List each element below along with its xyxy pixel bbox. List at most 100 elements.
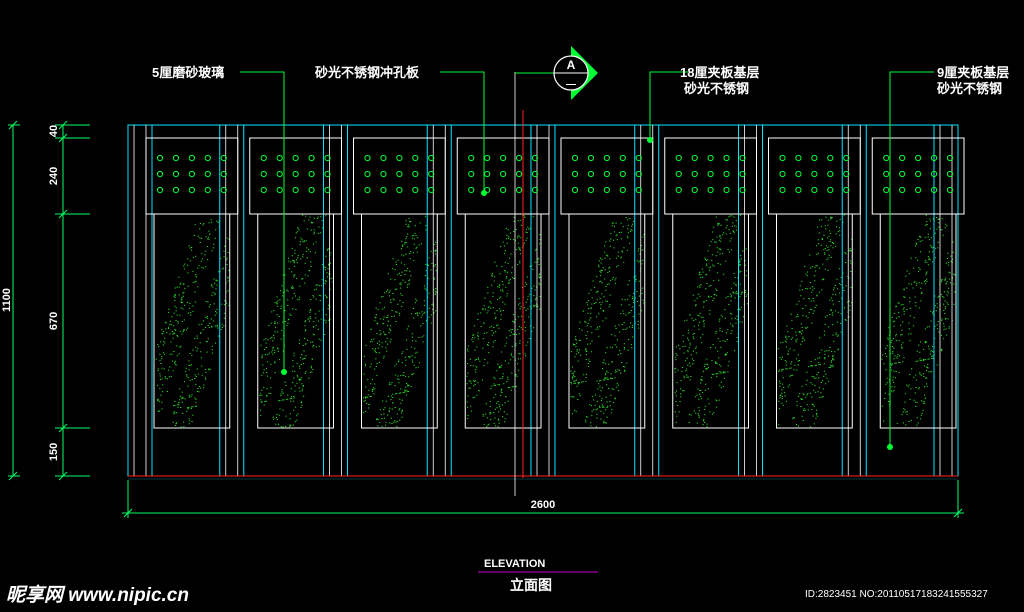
perforation-hole [779,186,786,194]
perforation-hole [308,186,315,194]
perforation-hole [739,170,746,178]
perforation-hole [899,170,906,178]
dim-240: 240 [48,167,60,185]
perforation-hole [204,186,211,194]
section-marker-sub: — [566,79,576,90]
dim-1100: 1100 [1,288,13,312]
perforation-hole [691,154,698,162]
dim-670: 670 [48,312,60,330]
perforation-hole [260,154,267,162]
perforation-hole [484,170,491,178]
perforations [156,154,954,194]
perforation-hole [587,170,595,178]
frosted-glass-pattern [466,214,541,428]
callout-glass: 5厘磨砂玻璃 [152,65,224,80]
perforation-hole [380,170,387,178]
perforation-hole [531,170,539,178]
perforation-hole [428,170,435,178]
perforation-hole [468,154,475,162]
glass-panel [153,213,231,429]
post [933,124,959,477]
perforation-hole [619,170,626,178]
callout-plywood9-line1: 9厘夹板基层 [937,65,1009,80]
perforation-hole [883,186,890,194]
section-marker-label: A [567,58,576,72]
perforation-hole [930,186,938,194]
perforation-hole [946,170,954,178]
section-marker: A — [553,46,598,100]
perforation-hole [292,170,299,178]
perforation-hole [380,186,387,194]
perforated-panel [249,137,342,215]
perforation-hole [396,186,403,194]
perforation-hole [691,170,698,178]
perforation-hole [795,154,802,162]
post [219,124,245,477]
perforation-hole [946,154,954,162]
perforation-hole [571,186,579,194]
perforation-hole [364,186,371,194]
post [323,124,348,477]
perforation-hole [260,186,267,194]
glass-panel [464,213,542,429]
perforation-hole [587,154,595,162]
watermark-site: 昵享网 www.nipic.cn [6,584,189,606]
perforation-hole [204,170,211,178]
watermark-id: ID:2823451 NO:20110517183241555327 [805,589,988,600]
perforation-hole [531,154,539,162]
perforation-hole [811,170,818,178]
perforation-hole [515,154,523,162]
perforation-hole [172,154,180,162]
callout-plywood18-line1: 18厘夹板基层 [680,65,759,80]
perforation-hole [204,154,211,162]
perforation-hole [324,170,331,178]
perforation-hole [364,154,371,162]
perforation-hole [883,170,890,178]
perforation-hole [412,154,419,162]
perforation-hole [811,186,818,194]
perforation-hole [515,186,523,194]
perforation-hole [827,186,834,194]
perforated-panel [768,137,861,215]
perforated-panel [560,137,654,215]
perforation-hole [843,186,850,194]
frosted-glass-pattern [362,215,437,428]
perforation-hole [156,154,164,162]
title-chinese: 立面图 [510,577,552,593]
perforation-hole [396,170,403,178]
perforation-hole [739,154,746,162]
perforation-hole [619,154,626,162]
perforated-panel [664,137,757,215]
perforation-hole [739,186,746,194]
perforation-hole [324,186,331,194]
frame-posts [127,124,959,477]
perforation-hole [500,186,507,194]
post [127,124,153,477]
perforation-hole [635,154,642,162]
perforation-hole [811,154,818,162]
perforation-hole [930,154,938,162]
perforation-hole [723,170,730,178]
glass-panel [776,213,853,429]
leader-dots [281,137,893,450]
perforation-hole [276,154,283,162]
perforation-hole [412,170,419,178]
perforation-hole [619,186,626,194]
perforation-hole [260,170,267,178]
glass-panel [568,213,646,429]
perforation-hole [292,154,299,162]
glass-panel [257,213,334,429]
perforation-hole [308,170,315,178]
perforation-hole [883,154,890,162]
perforation-hole [484,154,491,162]
glass-panel [361,213,438,429]
callout-plywood9-line2: 砂光不锈钢 [936,81,1002,96]
perforation-hole [915,154,922,162]
frosted-glass-pattern [155,219,230,428]
perforation-hole [635,186,642,194]
perforation-hole [172,170,180,178]
perforation-hole [468,186,475,194]
perforation-hole [915,170,922,178]
perforated-panel [145,137,239,215]
perforation-hole [843,154,850,162]
